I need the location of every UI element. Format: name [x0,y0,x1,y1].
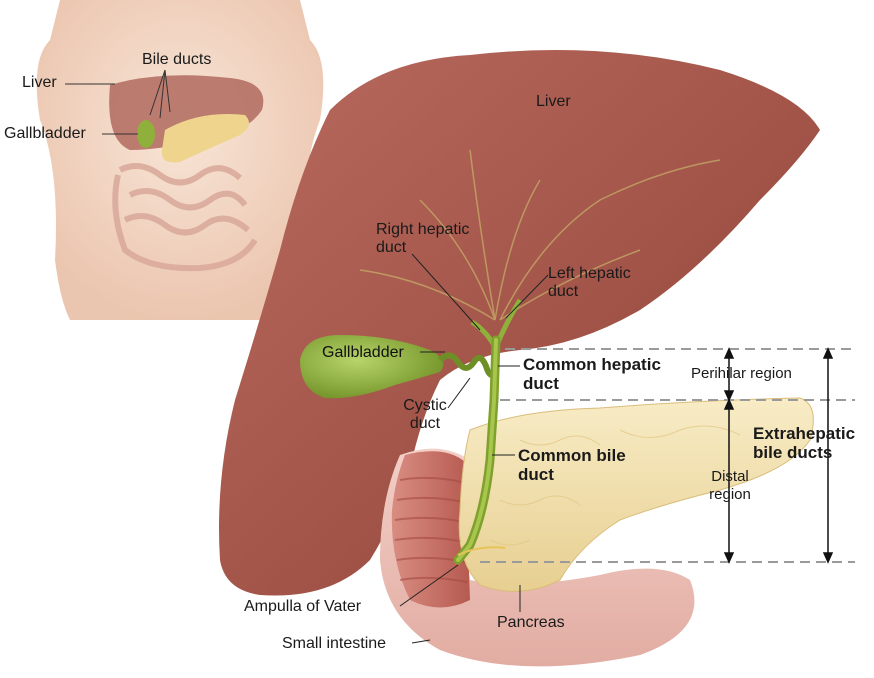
inset-gallbladder-label: Gallbladder [4,125,86,142]
torso-inset [36,0,324,320]
liver-vessels [359,149,721,321]
gallbladder-label: Gallbladder [322,344,404,361]
gallbladder [300,335,444,399]
extrahepatic-bile-ducts-label: Extrahepatic bile ducts [753,424,855,462]
distal-region-line1: Distal [711,468,749,485]
pancreas [458,397,814,592]
common-bile-duct-label: Common bile duct [518,446,626,484]
right-hepatic-duct-label: Right hepatic duct [376,221,469,257]
distal-region-line2: region [709,486,751,503]
inset-pancreas [161,114,249,163]
inset-bile-ducts-label: Bile ducts [142,51,212,68]
extrahepatic-line2: bile ducts [753,443,833,462]
region-arrows [723,347,834,564]
duodenum-wall [391,451,470,608]
ampulla-of-vater-label: Ampulla of Vater [244,598,362,615]
cystic-duct-line2: duct [409,415,441,432]
right-hepatic-duct-line2: duct [376,239,407,256]
cystic-duct [437,352,499,378]
cystic-duct-line1: Cystic [403,397,447,414]
small-intestine-label: Small intestine [282,635,387,652]
common-hepatic-duct-label: Common hepatic duct [523,355,661,393]
inset-gallbladder [137,120,155,148]
inset-leader-lines [65,69,171,135]
main-leader-lines [399,253,549,644]
inset-intestines [112,163,258,272]
common-bile-duct-line2: duct [518,465,554,484]
right-hepatic-duct-line1: Right hepatic [376,221,470,238]
left-hepatic-duct-label: Left hepatic duct [548,265,631,301]
left-hepatic-duct-line2: duct [548,283,579,300]
cystic-duct-label: Cystic duct [402,397,448,433]
common-bile-duct-line1: Common bile [518,446,626,465]
perihilar-region-label: Perihilar region [691,365,792,382]
common-hepatic-duct-line2: duct [523,374,559,393]
inset-liver-label: Liver [22,74,57,91]
main-liver-label: Liver [536,93,571,110]
pancreas-label: Pancreas [497,614,565,631]
left-hepatic-duct-line1: Left hepatic [548,265,631,282]
region-boundaries [480,348,855,563]
extrahepatic-line1: Extrahepatic [753,424,856,443]
pancreas-texture [489,425,741,546]
bile-duct-tree [453,298,523,565]
common-hepatic-duct-line1: Common hepatic [523,355,661,374]
main-liver [219,50,820,596]
distal-region-label: Distal region [700,468,760,504]
